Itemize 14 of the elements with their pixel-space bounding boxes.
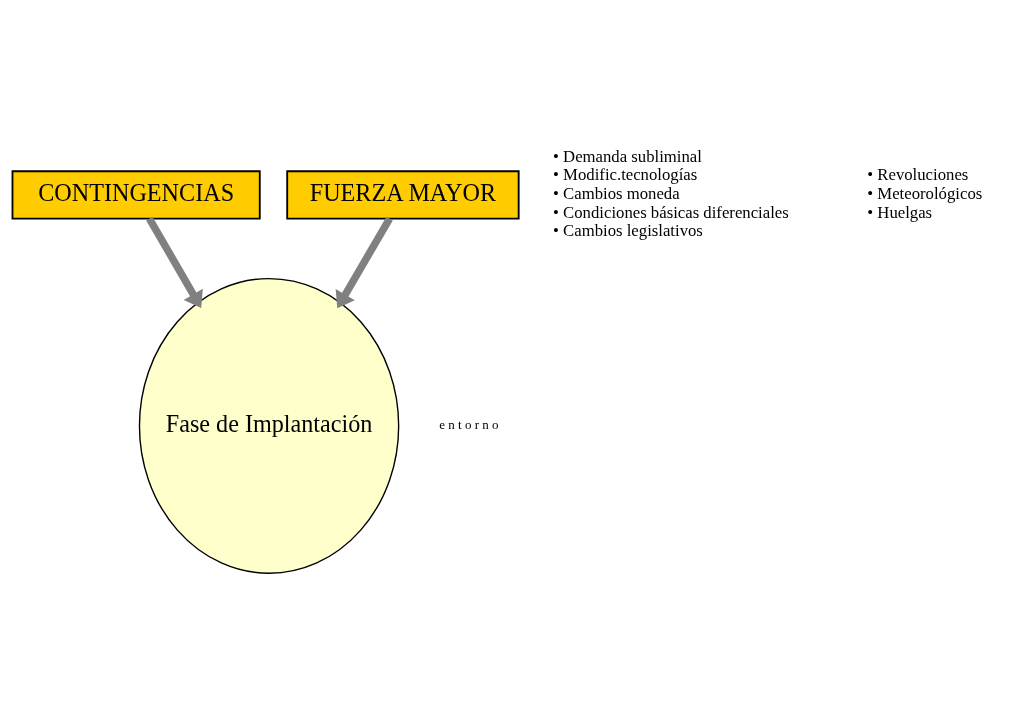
- node-label: • Cambios moneda: [553, 183, 680, 203]
- node-label: • Cambios legislativos: [553, 220, 703, 240]
- node-ellipse: Fase de Implantación: [138, 277, 400, 574]
- node-label: • Revoluciones: [867, 164, 969, 184]
- arrow: [335, 216, 393, 308]
- node-label: • Demanda subliminal: [553, 146, 702, 166]
- node-label: • Meteorológicos: [867, 183, 983, 203]
- node-box: FUERZA MAYOR: [286, 169, 520, 220]
- node-label: • Condiciones básicas diferenciales: [553, 202, 789, 222]
- node-label: • Modific.tecnologías: [553, 164, 698, 184]
- node-label: • Huelgas: [867, 202, 933, 222]
- node-box: CONTINGENCIAS: [11, 169, 261, 220]
- arrow: [146, 216, 203, 308]
- label: e n t o r n o: [439, 416, 499, 432]
